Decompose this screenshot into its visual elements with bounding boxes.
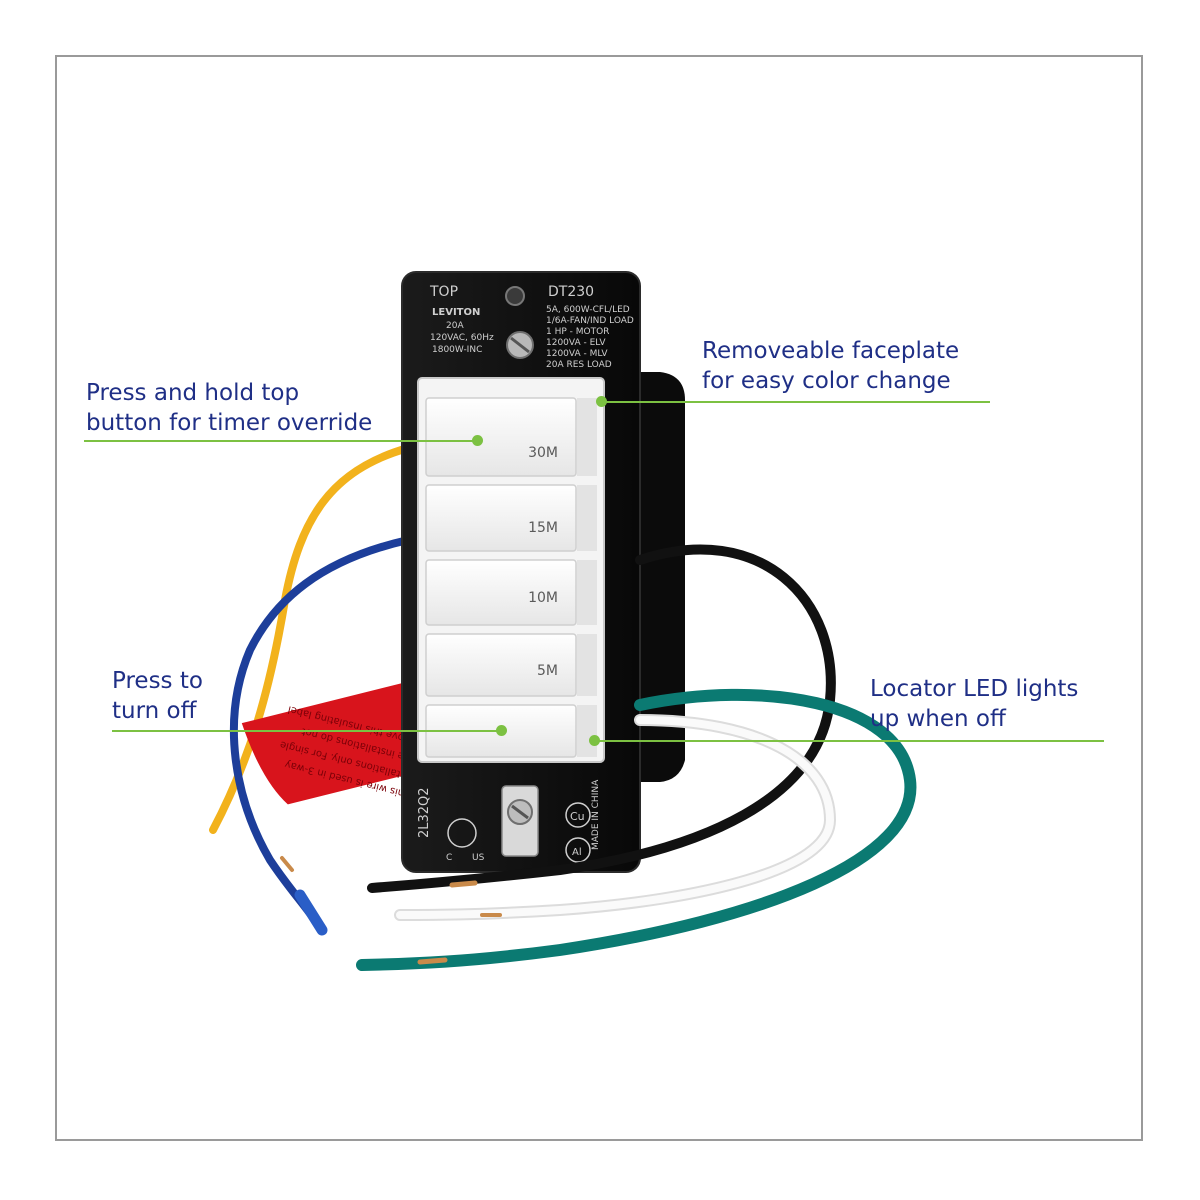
timer-button-5m[interactable]: 5M (425, 633, 597, 697)
callout-turnoff-line-1: Press to (112, 668, 203, 694)
rating-right-1: 5A, 600W-CFL/LED (546, 305, 630, 315)
copper-end-green (417, 957, 448, 965)
cu-mark-icon (565, 802, 591, 828)
top-label: TOP (429, 284, 458, 300)
callout-faceplate-line-2: for easy color change (702, 368, 951, 394)
callout-override-leader (84, 440, 478, 442)
rating-left-1: 20A (446, 321, 464, 331)
rating-right-3: 1 HP - MOTOR (546, 327, 609, 337)
copper-end-black (449, 880, 478, 888)
callout-locator-leader (594, 740, 1104, 742)
al-label: Al (572, 847, 582, 858)
made-in-label: MADE IN CHINA (591, 779, 601, 850)
callout-faceplate-line-1: Removeable faceplate (702, 338, 960, 364)
bottom-code-label: 2L32Q2 (417, 787, 432, 838)
image-frame (55, 55, 1143, 1141)
cert-c-label: C (446, 853, 452, 863)
callout-turnoff-leader (112, 730, 502, 732)
callout-locator-line-2: up when off (870, 706, 1006, 732)
model-label: DT230 (548, 284, 594, 300)
cert-us-label: US (472, 853, 485, 863)
callout-locator-dot (589, 735, 600, 746)
button-label-10m: 10M (528, 590, 558, 606)
csa-logo-icon (447, 818, 477, 848)
brand-label: LEVITON (432, 307, 480, 318)
rating-right-2: 1/6A-FAN/IND LOAD (546, 316, 634, 326)
rating-right-4: 1200VA - ELV (546, 338, 606, 348)
callout-faceplate: Removeable faceplate for easy color chan… (702, 336, 959, 396)
rating-left-3: 1800W-INC (432, 345, 482, 355)
al-mark-icon (565, 837, 591, 863)
copper-end-blue (280, 856, 294, 872)
callout-locator-line-1: Locator LED lights (870, 676, 1079, 702)
cu-label: Cu (570, 810, 585, 823)
callout-override: Press and hold top button for timer over… (86, 378, 372, 438)
button-label-15m: 15M (528, 520, 558, 536)
wire-blue-tip (294, 889, 328, 936)
button-label-5m: 5M (537, 663, 558, 679)
callout-turnoff-dot (496, 725, 507, 736)
warning-tag (241, 677, 448, 805)
wire-green (356, 688, 917, 971)
callout-faceplate-dot (596, 396, 607, 407)
timer-button-30m[interactable]: 30M (425, 397, 597, 477)
callout-faceplate-leader (600, 401, 990, 403)
callout-override-line-2: button for timer override (86, 410, 373, 436)
wire-black (367, 544, 836, 893)
rating-right-6: 20A RES LOAD (546, 360, 612, 370)
callout-turnoff: Press to turn off (112, 666, 203, 726)
callout-locator: Locator LED lights up when off (870, 674, 1078, 734)
timer-button-15m[interactable]: 15M (425, 484, 597, 552)
rating-left-2: 120VAC, 60Hz (430, 333, 494, 343)
wire-blue (229, 536, 412, 929)
callout-override-dot (472, 435, 483, 446)
timer-button-10m[interactable]: 10M (425, 559, 597, 626)
top-mounting-hole (505, 286, 525, 306)
button-label-30m: 30M (528, 445, 558, 461)
rating-right-5: 1200VA - MLV (546, 349, 608, 359)
callout-override-line-1: Press and hold top (86, 380, 300, 406)
callout-turnoff-line-2: turn off (112, 698, 197, 724)
